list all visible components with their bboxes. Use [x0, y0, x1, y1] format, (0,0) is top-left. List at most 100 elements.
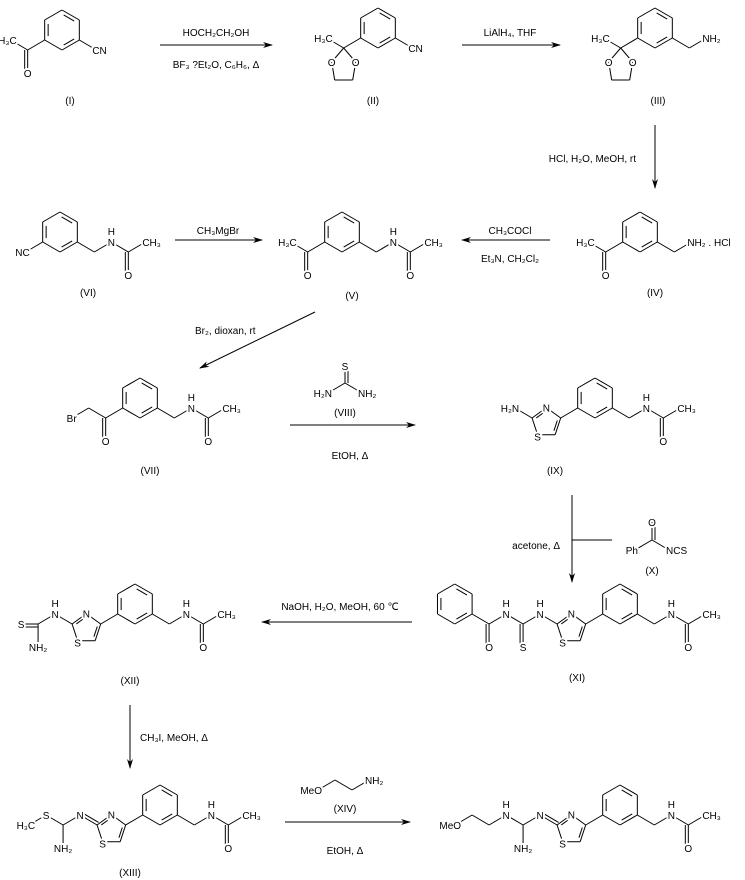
bond — [157, 407, 175, 419]
bond — [663, 407, 681, 419]
bond — [554, 417, 562, 435]
bond — [688, 814, 706, 826]
bond — [81, 811, 99, 823]
bond — [177, 814, 195, 826]
bond — [331, 61, 336, 81]
bond — [61, 216, 73, 224]
bond — [605, 241, 623, 253]
bond — [619, 784, 638, 796]
atom-label: N — [108, 238, 115, 249]
bond — [410, 241, 428, 253]
bond — [471, 613, 490, 625]
bond — [454, 613, 473, 625]
bond — [86, 613, 101, 625]
bond — [585, 613, 603, 625]
nh-h-label: H — [183, 599, 190, 610]
reagent-text: LiAlH₄, THF — [484, 28, 537, 39]
atom-label: MeO — [439, 821, 461, 832]
atom-label: CH₃ — [222, 404, 241, 415]
bond — [71, 623, 79, 641]
bond — [577, 377, 596, 389]
reagent-text: EtOH, Δ — [332, 451, 369, 462]
atom-label: O — [629, 58, 637, 69]
reagent-text: HOCH₂CH₂OH — [183, 28, 250, 39]
bond — [637, 7, 656, 19]
atom-label: H₃C — [278, 238, 297, 249]
bond — [621, 588, 633, 596]
atom-label: O — [684, 844, 692, 855]
atom-label: N — [76, 811, 83, 822]
atom-label: H₃C — [591, 34, 610, 45]
bond — [654, 7, 673, 19]
compound-label: (IX) — [547, 466, 563, 477]
atom-label: CH₃ — [702, 811, 721, 822]
bond — [360, 37, 379, 49]
bond — [343, 47, 357, 63]
bond — [111, 241, 129, 253]
atom-label: N — [183, 610, 190, 621]
thiazole-s-label: S — [559, 639, 566, 650]
bond — [602, 814, 621, 826]
bond — [437, 583, 456, 595]
atom-label: S — [520, 643, 527, 654]
bond — [571, 814, 586, 826]
compound-label: (VI) — [80, 288, 96, 299]
bond — [656, 12, 668, 20]
bond — [228, 814, 246, 826]
compound-label: (IV) — [647, 288, 663, 299]
compound-label: (VII) — [141, 466, 160, 477]
bond — [654, 814, 672, 826]
bond — [619, 814, 638, 826]
atom-label: Br — [67, 414, 78, 425]
bond — [117, 583, 136, 595]
atom-label: N — [643, 404, 650, 415]
atom-label: NH₂ — [365, 776, 383, 787]
bond — [186, 613, 204, 625]
bond — [578, 626, 583, 637]
reagent-text: Br₂, dioxan, rt — [195, 326, 256, 337]
bond — [596, 406, 608, 414]
bond — [71, 613, 87, 625]
bond — [578, 827, 583, 838]
bond — [341, 241, 360, 253]
bond — [620, 37, 638, 49]
atom-label: N — [668, 610, 675, 621]
bond — [654, 613, 672, 625]
thiazole-n-label: N — [543, 404, 550, 415]
bond — [608, 47, 622, 63]
bond — [620, 47, 634, 63]
thiazole-n-label: N — [108, 811, 115, 822]
bond — [637, 37, 656, 49]
atom-label: NH₂ — [514, 844, 532, 855]
bond — [622, 211, 641, 223]
atom-label: O — [124, 271, 132, 282]
bond — [76, 617, 86, 625]
bond — [602, 583, 621, 595]
bond — [596, 382, 608, 390]
bond — [561, 818, 571, 826]
atom-label: N — [51, 610, 58, 621]
atom-label: H₂N — [501, 404, 519, 415]
bond — [317, 779, 336, 791]
bond — [454, 814, 473, 826]
bond — [522, 814, 541, 826]
bond — [159, 784, 178, 796]
bond — [191, 407, 209, 419]
bond — [118, 827, 123, 838]
bond — [44, 39, 63, 51]
reagent-text: NaOH, H₂O, MeOH, 60 ℃ — [281, 602, 398, 613]
bond — [379, 12, 391, 20]
bond — [61, 9, 80, 21]
bond — [117, 613, 136, 625]
atom-label: H₃C — [0, 36, 17, 47]
reagent-text: CH₃I, MeOH, Δ — [140, 733, 208, 744]
bond — [688, 613, 706, 625]
bond — [514, 407, 533, 419]
atom-label: N — [536, 811, 543, 822]
bond — [174, 407, 192, 419]
bond — [59, 211, 78, 223]
bond — [612, 407, 630, 419]
atom-label: O — [485, 643, 493, 654]
bond — [594, 407, 613, 419]
atom-label: O — [602, 271, 610, 282]
